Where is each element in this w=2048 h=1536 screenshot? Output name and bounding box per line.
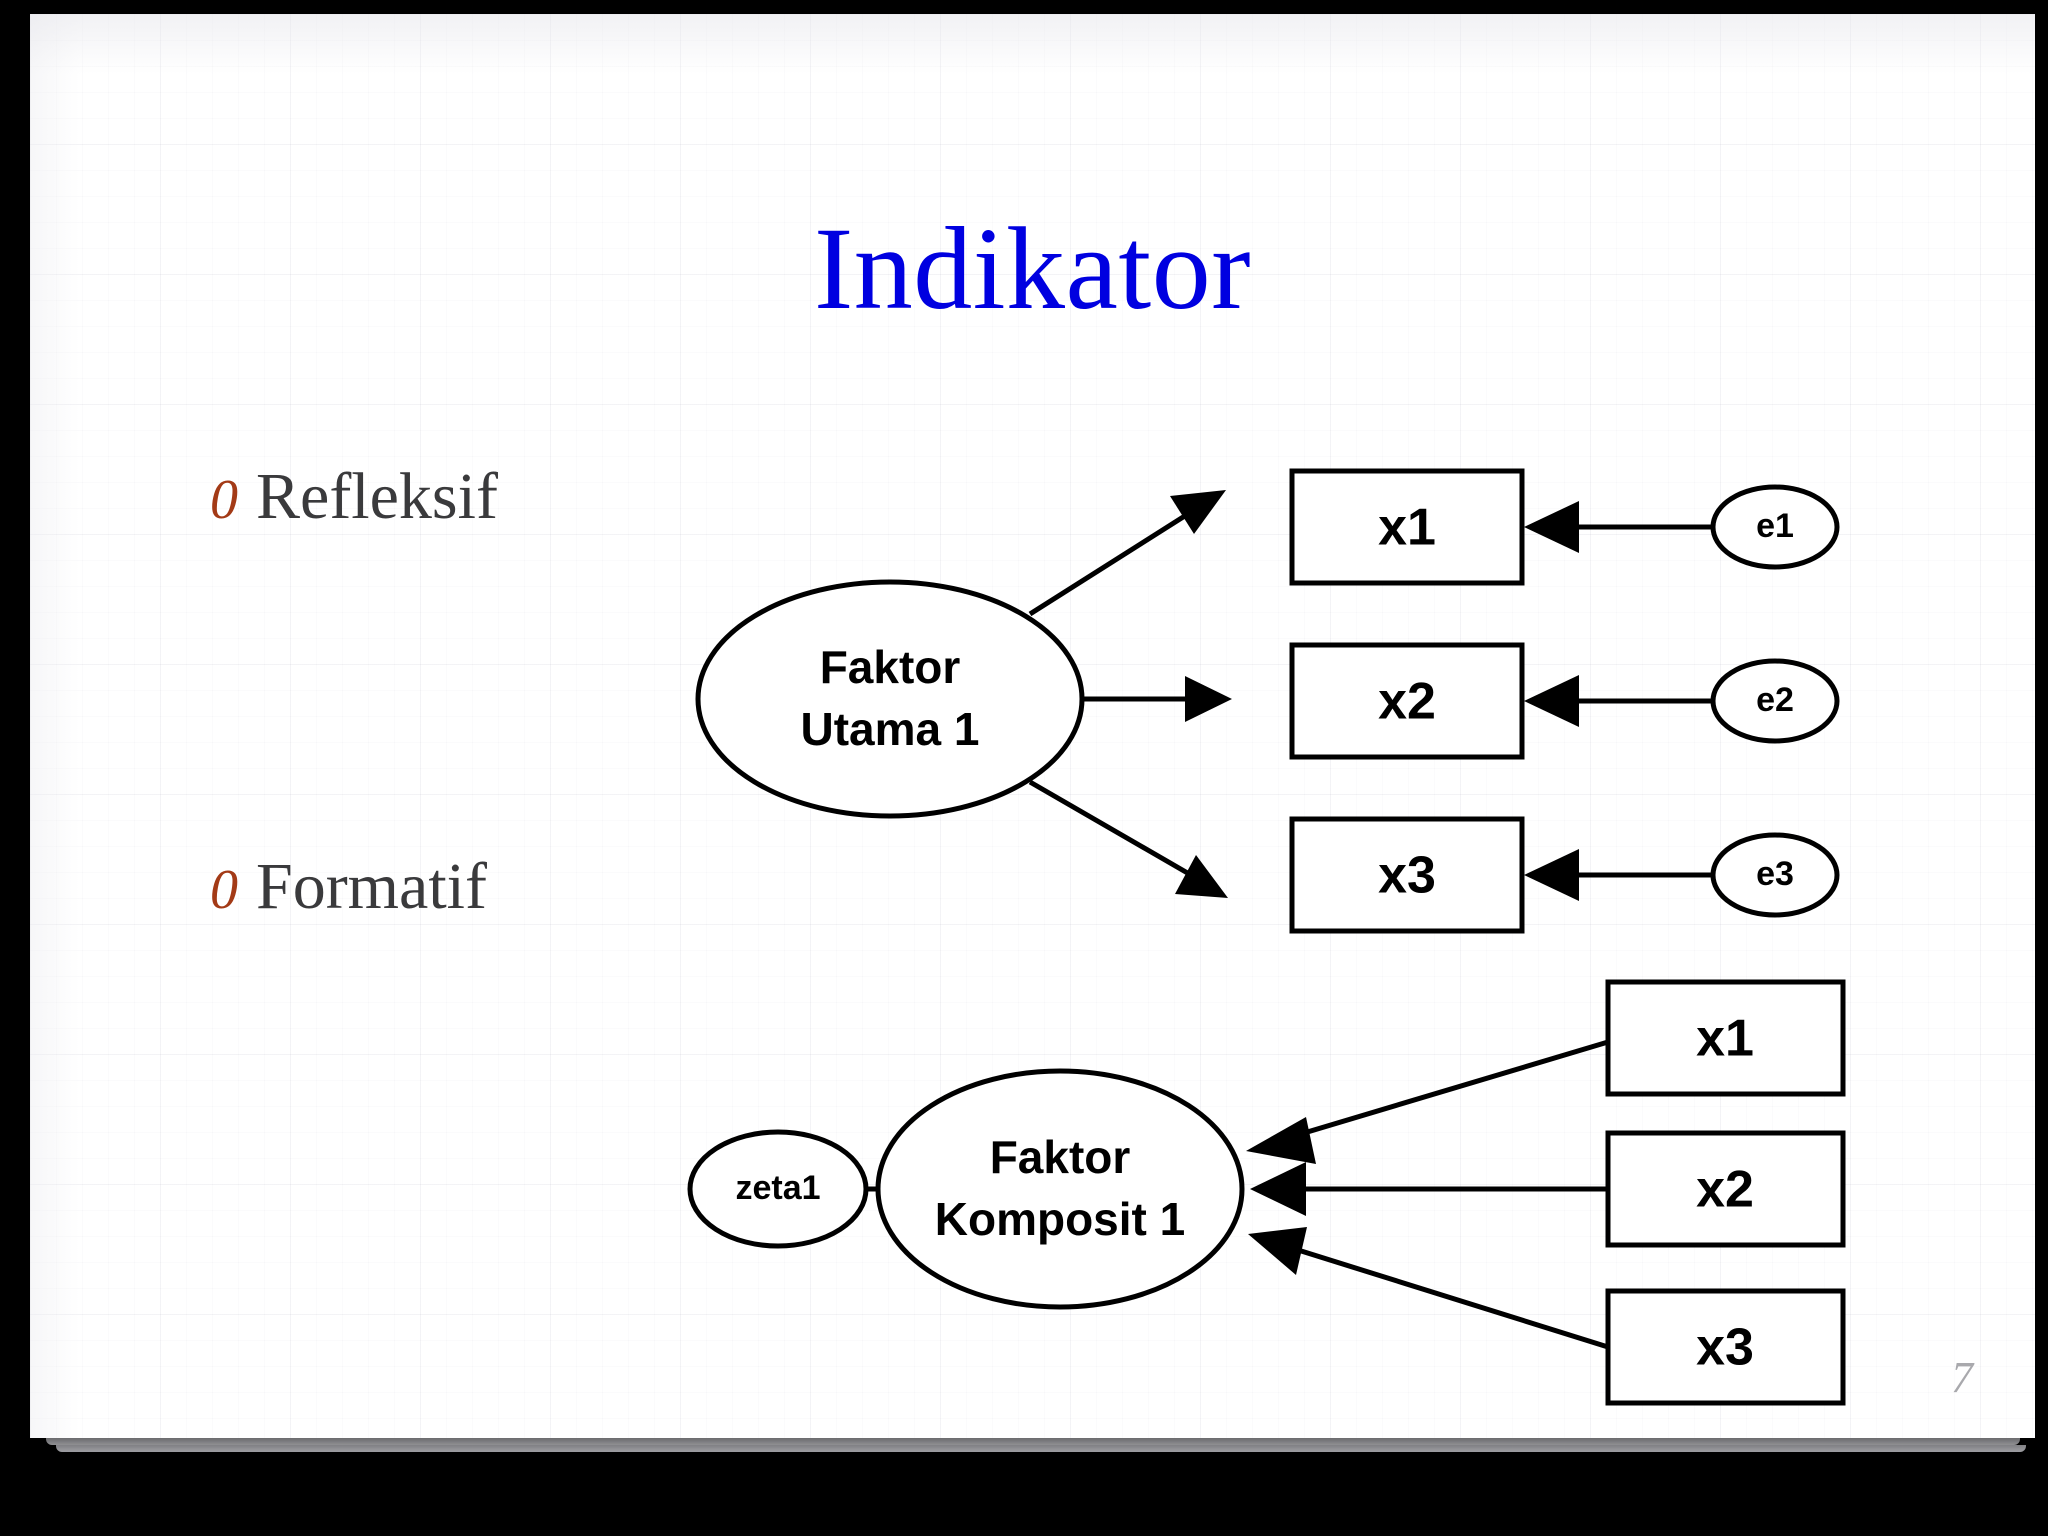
node-label: zeta1: [735, 1169, 820, 1207]
bullet-marker-icon: 0: [210, 469, 238, 531]
error-e2-to-x2-arrow: [1524, 675, 1713, 727]
node-error-e3: e3: [1710, 832, 1840, 918]
node-box-x3: x3: [1289, 816, 1525, 934]
factor-to-x2-arrow: [1070, 676, 1232, 722]
node-label: x2: [1696, 1161, 1754, 1219]
node-box-x2: x2: [1289, 642, 1525, 760]
node-label-line1: Faktor: [990, 1131, 1131, 1183]
node-label: x3: [1378, 847, 1436, 905]
bullet-label: Formatif: [256, 850, 487, 923]
node-faktor-utama-1: Faktor Utama 1: [695, 579, 1085, 819]
page-number: 7: [1951, 1353, 1973, 1402]
slide-surface: Indikator 0 Refleksif 0 Formatif: [30, 14, 2035, 1438]
node-box-x1-formative: x1: [1605, 979, 1846, 1097]
node-label-line2: Utama 1: [801, 703, 980, 755]
bullet-marker-icon: 0: [210, 859, 238, 921]
bullet-label: Refleksif: [256, 460, 498, 533]
error-e3-to-x3-arrow: [1524, 849, 1713, 901]
node-label-line2: Komposit 1: [935, 1193, 1185, 1245]
node-label: e3: [1756, 855, 1794, 893]
node-error-e1: e1: [1710, 484, 1840, 570]
bullet-item-refleksif: 0 Refleksif: [210, 464, 498, 530]
node-faktor-komposit-1: Faktor Komposit 1: [875, 1068, 1245, 1310]
factor-to-x3-arrow: [1028, 779, 1228, 898]
node-zeta1: zeta1: [687, 1129, 869, 1249]
node-label: x2: [1378, 673, 1436, 731]
node-box-x1: x1: [1289, 468, 1525, 586]
page-title: Indikator: [813, 203, 1252, 334]
paper-stack-edge: [46, 1438, 2020, 1445]
node-error-e2: e2: [1710, 658, 1840, 744]
node-box-x2-formative: x2: [1605, 1130, 1846, 1248]
node-label: x1: [1378, 499, 1436, 557]
node-label-line1: Faktor: [820, 641, 961, 693]
node-label: e1: [1756, 507, 1794, 545]
x2-to-factor-arrow: [1250, 1162, 1608, 1216]
node-label: x3: [1696, 1319, 1754, 1377]
zeta1-to-factor-arrow: [868, 1163, 1026, 1215]
x3-to-factor-arrow: [1248, 1227, 1609, 1350]
bullet-item-formatif: 0 Formatif: [210, 854, 487, 920]
error-e1-to-x1-arrow: [1524, 501, 1713, 553]
node-box-x3-formative: x3: [1605, 1288, 1846, 1406]
node-label: x1: [1696, 1010, 1754, 1068]
paper-stack-edge: [56, 1445, 2026, 1452]
node-label: e2: [1756, 681, 1794, 719]
x1-to-factor-arrow: [1246, 1039, 1609, 1164]
factor-to-x1-arrow: [1028, 490, 1226, 617]
